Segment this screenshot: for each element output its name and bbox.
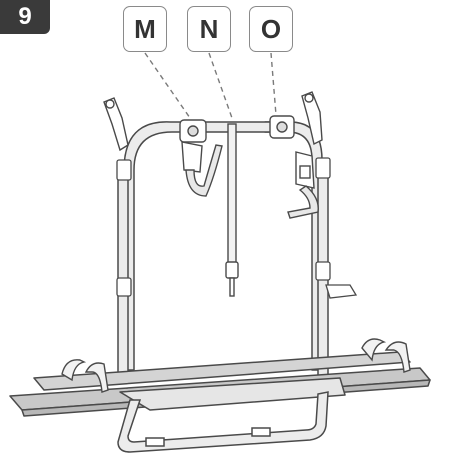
leader-line-m xyxy=(144,52,191,119)
clamp-o xyxy=(269,115,319,219)
leader-lines xyxy=(144,52,277,119)
side-hook xyxy=(325,284,358,299)
leader-line-o xyxy=(270,52,277,116)
strap-m xyxy=(185,144,223,197)
frame-collars xyxy=(116,157,331,297)
callout-label-o: O xyxy=(249,6,293,52)
callout-label-m: M xyxy=(123,6,167,52)
clamp-m xyxy=(179,119,223,197)
step-number-badge: 9 xyxy=(0,0,50,34)
lower-support xyxy=(117,391,329,453)
leader-line-n xyxy=(208,52,233,119)
rail-back xyxy=(33,351,411,391)
wheel-straps xyxy=(61,338,411,393)
frame-right-tube xyxy=(264,121,323,371)
base-plate xyxy=(119,377,346,411)
bracket-right xyxy=(301,91,323,146)
callout-label-n: N xyxy=(187,6,231,52)
mounting-brackets xyxy=(103,91,323,152)
frame-left-post xyxy=(117,164,129,381)
base-rails xyxy=(9,351,431,417)
strap-o xyxy=(287,185,319,219)
bracket-left xyxy=(103,97,129,152)
strap-n xyxy=(225,123,239,297)
